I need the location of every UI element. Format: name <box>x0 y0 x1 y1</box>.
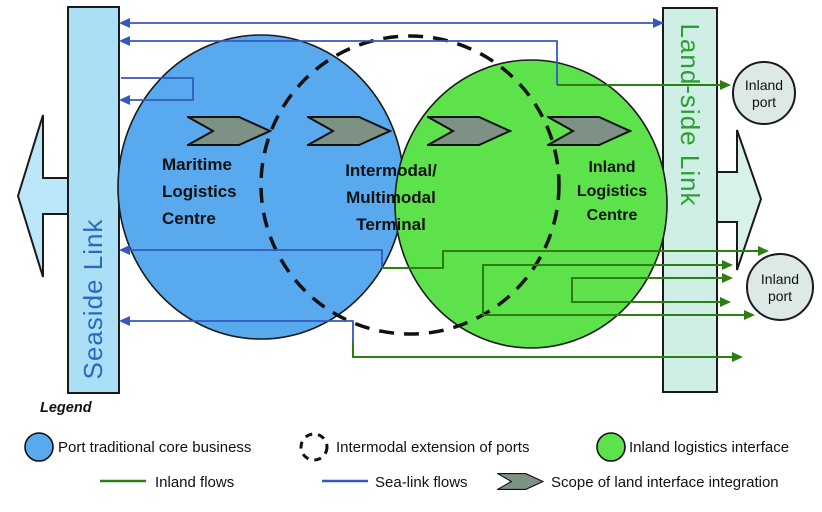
svg-text:Centre: Centre <box>162 209 216 228</box>
legend-item-label: Scope of land interface integration <box>551 474 779 491</box>
inland-flow-main <box>382 246 769 269</box>
legend-item-label: Intermodal extension of ports <box>336 439 529 456</box>
svg-text:Multimodal: Multimodal <box>346 188 436 207</box>
legend-title: Legend <box>40 400 93 416</box>
legend-swatch-circle <box>596 432 626 462</box>
legend-item-label: Sea-link flows <box>375 474 468 491</box>
svg-text:Maritime: Maritime <box>162 155 232 174</box>
inland-port-label: Inland <box>745 77 783 93</box>
inland-port-label: port <box>768 288 792 304</box>
inland-port-circle <box>732 61 796 125</box>
legend-swatch-chevron-icon <box>497 473 544 490</box>
legend-swatch-dashed-circle <box>299 432 329 462</box>
legend-swatch-circle <box>24 432 54 462</box>
inland-flow-loop1 <box>482 260 755 320</box>
sea-flow-low <box>119 316 354 341</box>
sea-flow-loop <box>119 77 194 105</box>
svg-text:Logistics: Logistics <box>577 183 647 200</box>
maritime-logistics-circle <box>117 34 405 340</box>
inland-flow-loop2 <box>571 273 733 307</box>
intermodal-dashed-circle <box>259 34 561 336</box>
maritime-logistics-label: Maritime Logistics Centre <box>162 155 237 228</box>
intermodal-terminal-label: Intermodal/ Multimodal Terminal <box>345 161 437 234</box>
inland-port-circle <box>746 253 814 321</box>
svg-text:Terminal: Terminal <box>356 215 426 234</box>
inland-flow-bottom <box>352 341 743 362</box>
svg-text:Centre: Centre <box>587 207 638 224</box>
landside-link-label: Land-side Link <box>675 23 705 206</box>
svg-text:Intermodal/: Intermodal/ <box>345 161 437 180</box>
inland-port-label: port <box>752 94 776 110</box>
legend-item-label: Inland flows <box>155 474 234 491</box>
legend: Port traditional core business Intermodal… <box>24 432 789 491</box>
seaside-link-bar <box>67 6 120 394</box>
svg-text:Logistics: Logistics <box>162 182 237 201</box>
seaside-big-arrow <box>16 114 71 278</box>
landside-link-bar <box>662 7 718 393</box>
landside-big-arrow <box>714 129 763 271</box>
svg-text:Inland: Inland <box>588 159 635 176</box>
inland-port-label: Inland <box>761 271 799 287</box>
legend-item-label: Inland logistics interface <box>629 439 789 456</box>
sea-flow-upper <box>119 36 558 85</box>
legend-item-label: Port traditional core business <box>58 439 251 456</box>
flows-layer <box>119 18 769 362</box>
seaside-link-label: Seaside Link <box>78 219 108 380</box>
sea-flow-mid <box>119 245 383 268</box>
inland-logistics-label: Inland Logistics Centre <box>577 159 647 224</box>
